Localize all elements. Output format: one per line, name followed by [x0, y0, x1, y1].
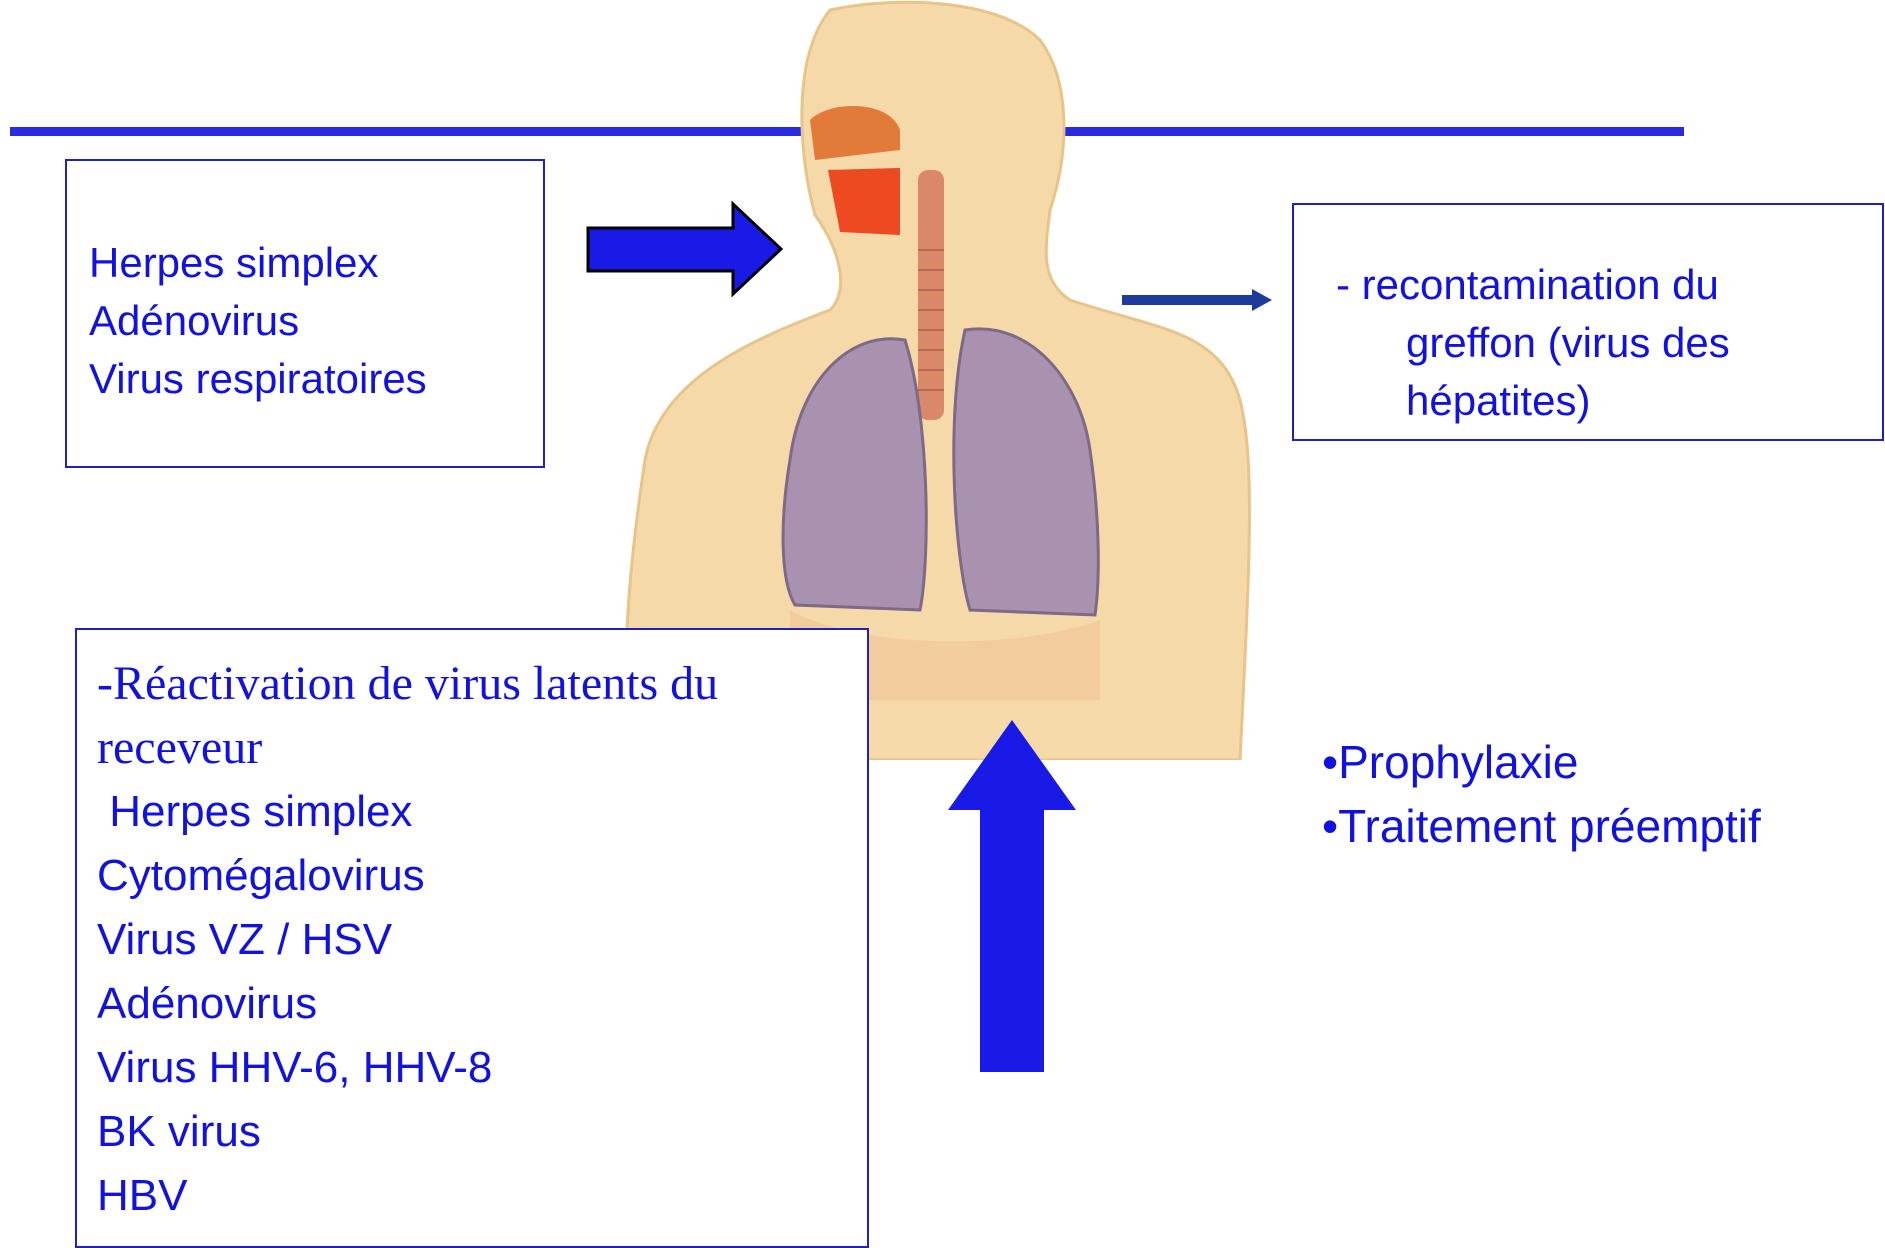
reactivation-heading-line-1: -Réactivation de virus latents du — [97, 652, 867, 716]
latent-virus-item: Adénovirus — [97, 972, 867, 1036]
donor-viruses-box: Herpes simplex Adénovirus Virus respirat… — [65, 159, 545, 468]
latent-virus-item: Cytomégalovirus — [97, 844, 867, 908]
arrow-right-small — [1122, 289, 1272, 311]
virus-item: Herpes simplex — [89, 234, 543, 292]
latent-virus-item: HBV — [97, 1164, 867, 1228]
management-list: •Prophylaxie •Traitement préemptif — [1322, 730, 1761, 858]
virus-item: Adénovirus — [89, 292, 543, 350]
latent-virus-item: Virus VZ / HSV — [97, 908, 867, 972]
recontamination-line-3: hépatites) — [1336, 372, 1882, 430]
reactivation-heading-line-2: receveur — [97, 716, 867, 780]
recontamination-box: - recontamination du greffon (virus des … — [1292, 203, 1884, 441]
latent-virus-item: Herpes simplex — [97, 780, 867, 844]
virus-item: Virus respiratoires — [89, 350, 543, 408]
management-item-prophylaxis: •Prophylaxie — [1322, 730, 1761, 794]
management-item-preemptive: •Traitement préemptif — [1322, 794, 1761, 858]
recontamination-line-1: - recontamination du — [1336, 256, 1882, 314]
arrow-right-large — [588, 204, 781, 294]
latent-virus-item: Virus HHV-6, HHV-8 — [97, 1036, 867, 1100]
arrow-up-large — [948, 720, 1076, 1072]
latent-virus-item: BK virus — [97, 1100, 867, 1164]
reactivation-box: -Réactivation de virus latents du receve… — [75, 628, 869, 1248]
recontamination-line-2: greffon (virus des — [1336, 314, 1882, 372]
